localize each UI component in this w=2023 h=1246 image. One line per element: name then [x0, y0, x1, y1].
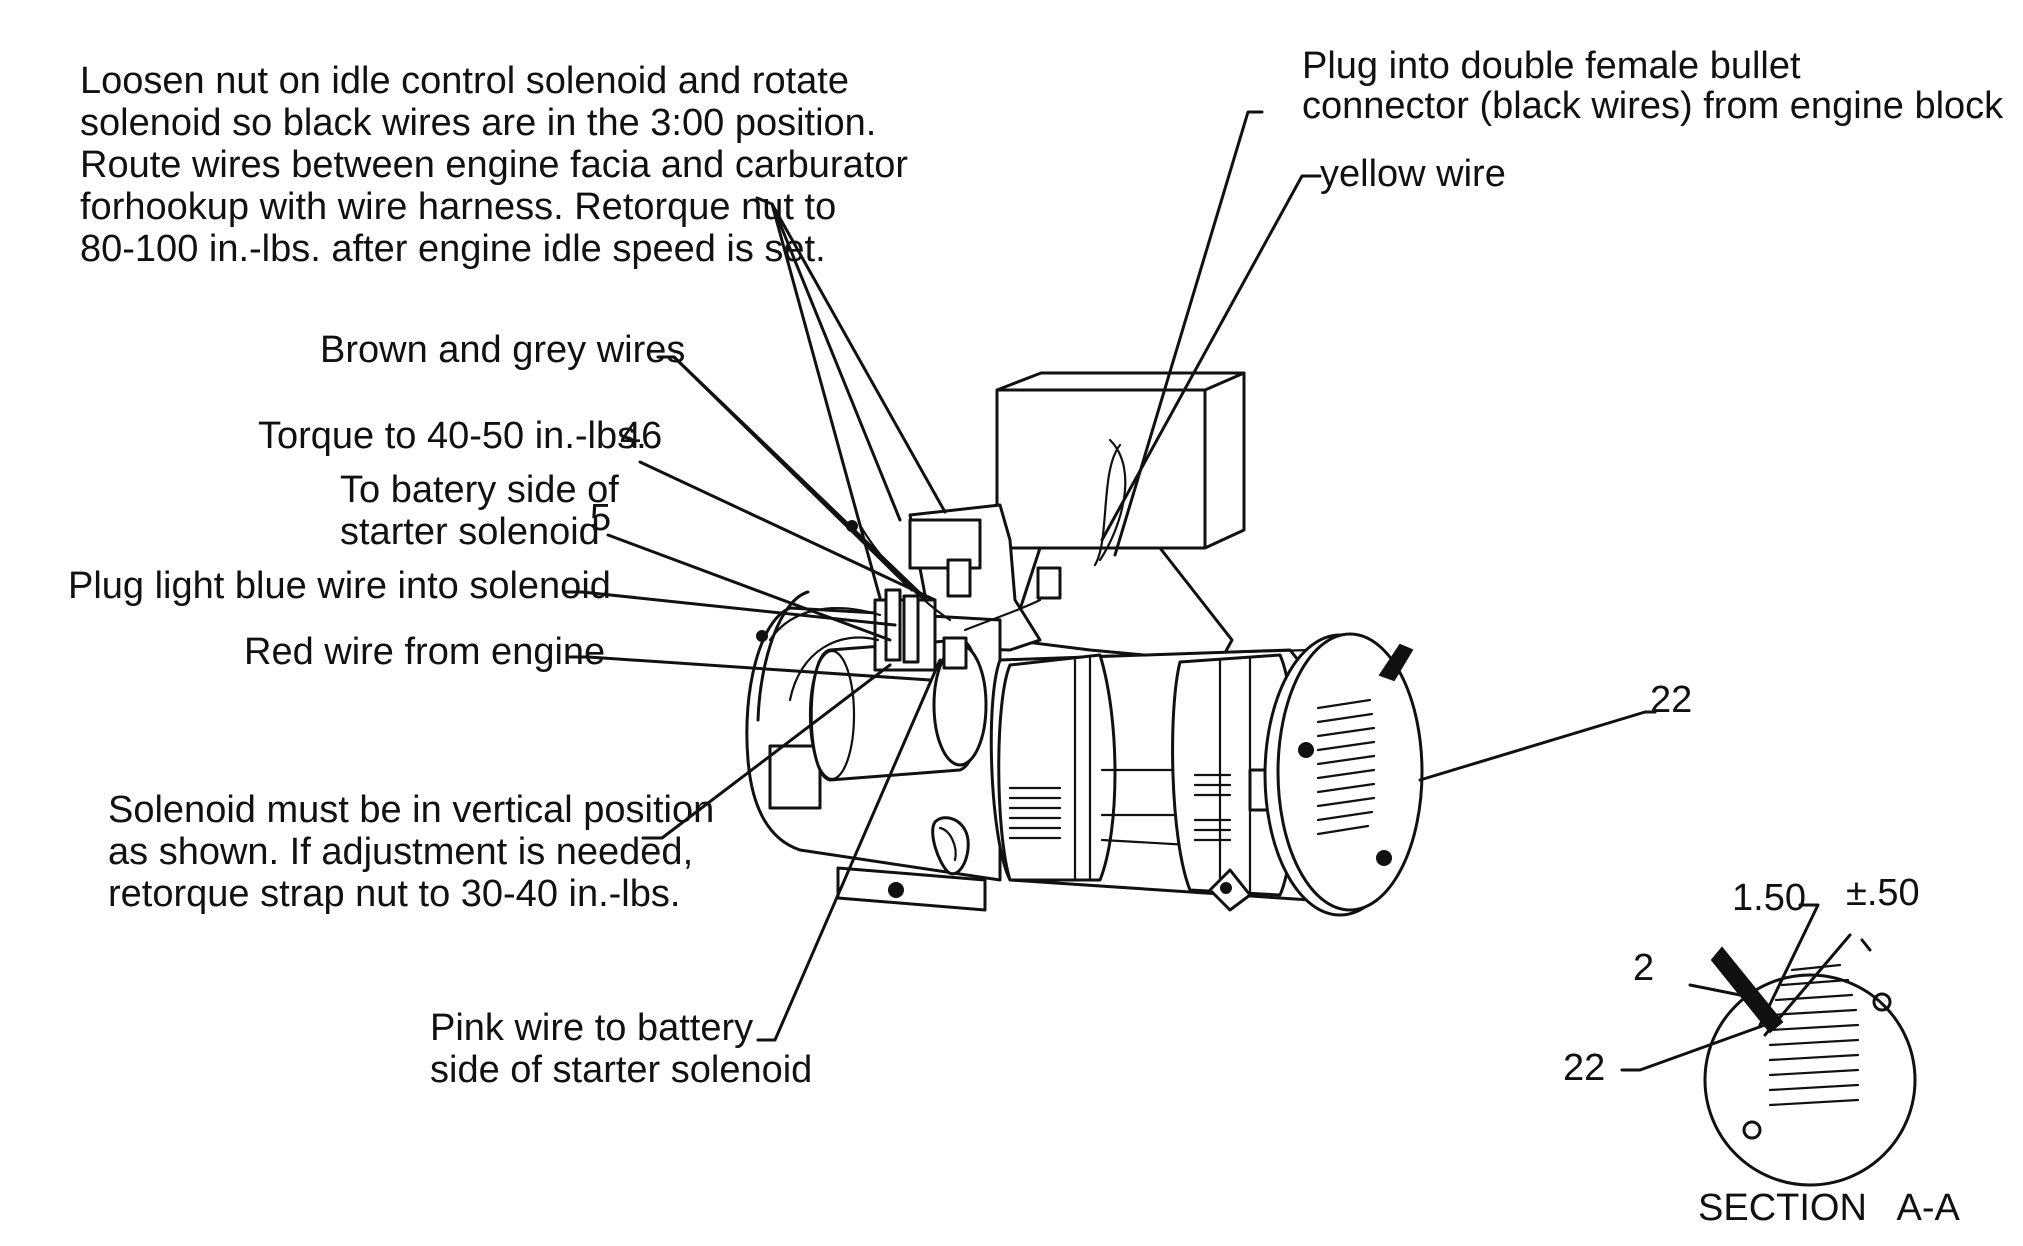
section-labels: SECTION A-A 1.50 ±.50 2 22	[1563, 872, 1960, 1229]
battery-side-note-line-1: To batery side of	[340, 469, 619, 511]
engine-assembly	[745, 371, 1424, 917]
leader-lines	[563, 110, 1657, 1042]
side-vent-rear	[1193, 773, 1232, 842]
torque-ref-number: 46	[620, 415, 662, 457]
battery-ref-number: 5	[590, 497, 611, 539]
idle-solenoid-note-line-4: forhookup with wire harness. Retorque nu…	[80, 186, 836, 228]
red-wire-label: Red wire from engine	[244, 631, 605, 673]
section-title: SECTION A-A	[1698, 1187, 1960, 1229]
brown-grey-wires-label: Brown and grey wires	[320, 329, 685, 371]
pink-wire-note-line-2: side of starter solenoid	[430, 1049, 812, 1091]
generator-body	[989, 648, 1352, 912]
dimension-value: 1.50	[1732, 877, 1806, 919]
solenoid-vertical-note-line-2: as shown. If adjustment is needed,	[108, 831, 693, 873]
section-ref-22: 22	[1563, 1047, 1605, 1089]
bullet-connector-note-line-1: Plug into double female bullet	[1302, 45, 1801, 87]
idle-solenoid-note-line-3: Route wires between engine facia and car…	[80, 144, 908, 186]
dimension-tolerance: ±.50	[1846, 872, 1920, 914]
solenoid-vertical-note-line-3: retorque strap nut to 30-40 in.-lbs.	[108, 873, 680, 915]
side-vent	[1008, 786, 1062, 840]
solenoid-vertical-note-line-1: Solenoid must be in vertical position	[108, 789, 714, 831]
bullet-connector-note-line-2: connector (black wires) from engine bloc…	[1302, 85, 2004, 127]
section-a-a-view	[1620, 903, 1917, 1187]
idle-solenoid-note-line-1: Loosen nut on idle control solenoid and …	[80, 60, 849, 102]
idle-solenoid-note-line-5: 80-100 in.-lbs. after engine idle speed …	[80, 228, 826, 270]
battery-side-note-line-2: starter solenoid	[340, 511, 600, 553]
callout-labels: Loosen nut on idle control solenoid and …	[68, 45, 2004, 1091]
idle-solenoid-note-line-2: solenoid so black wires are in the 3:00 …	[80, 102, 876, 144]
section-louvers	[1768, 963, 1860, 1107]
pink-wire-note-line-1: Pink wire to battery	[430, 1007, 753, 1049]
ref-22-main: 22	[1650, 679, 1692, 721]
torque-label: Torque to 40-50 in.-lbs.	[258, 415, 647, 457]
end-cover	[1263, 632, 1424, 917]
light-blue-wire-label: Plug light blue wire into solenoid	[68, 565, 611, 607]
yellow-wire-label: yellow wire	[1320, 153, 1506, 195]
section-ref-2: 2	[1633, 947, 1654, 989]
end-cover-louvers	[1316, 698, 1376, 836]
air-cleaner-box	[995, 371, 1246, 550]
